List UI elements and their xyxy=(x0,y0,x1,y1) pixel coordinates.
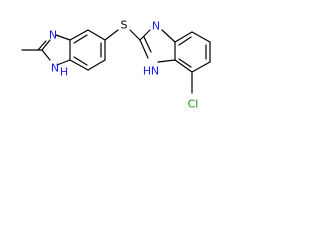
atom-label-n-right-bottom: N xyxy=(151,65,159,78)
bond xyxy=(174,59,193,73)
bond xyxy=(56,59,71,66)
bond xyxy=(87,59,106,71)
bond xyxy=(37,40,47,51)
bond xyxy=(191,61,211,73)
atom-label-n-left-bottom: N xyxy=(51,62,59,75)
atom-label-h-right: H xyxy=(143,65,151,78)
atom-label-n-left-top: N xyxy=(49,29,57,42)
bond xyxy=(157,59,176,63)
bond xyxy=(191,31,211,43)
bond xyxy=(41,49,51,61)
bond-lines xyxy=(21,29,211,94)
bond xyxy=(41,39,51,51)
bond xyxy=(73,34,88,44)
atom-label-n-right-top: N xyxy=(152,20,160,33)
bond xyxy=(69,59,89,71)
atom-labels: S N H N N H N Cl xyxy=(49,19,198,111)
bond xyxy=(161,29,176,43)
bond xyxy=(174,31,193,43)
bond xyxy=(129,29,141,41)
bond xyxy=(178,36,192,46)
bond xyxy=(139,39,149,59)
bond xyxy=(55,34,71,41)
molecule-structure: S N H N N H N Cl xyxy=(21,19,211,111)
bond xyxy=(143,36,152,53)
bond xyxy=(87,29,106,41)
bond xyxy=(73,56,88,66)
atom-label-h-left: H xyxy=(60,66,68,79)
bond xyxy=(139,29,151,41)
atom-label-cl: Cl xyxy=(188,98,199,111)
atom-label-s: S xyxy=(121,19,128,32)
bond xyxy=(178,58,192,68)
bond xyxy=(104,29,119,41)
bond xyxy=(69,29,89,41)
